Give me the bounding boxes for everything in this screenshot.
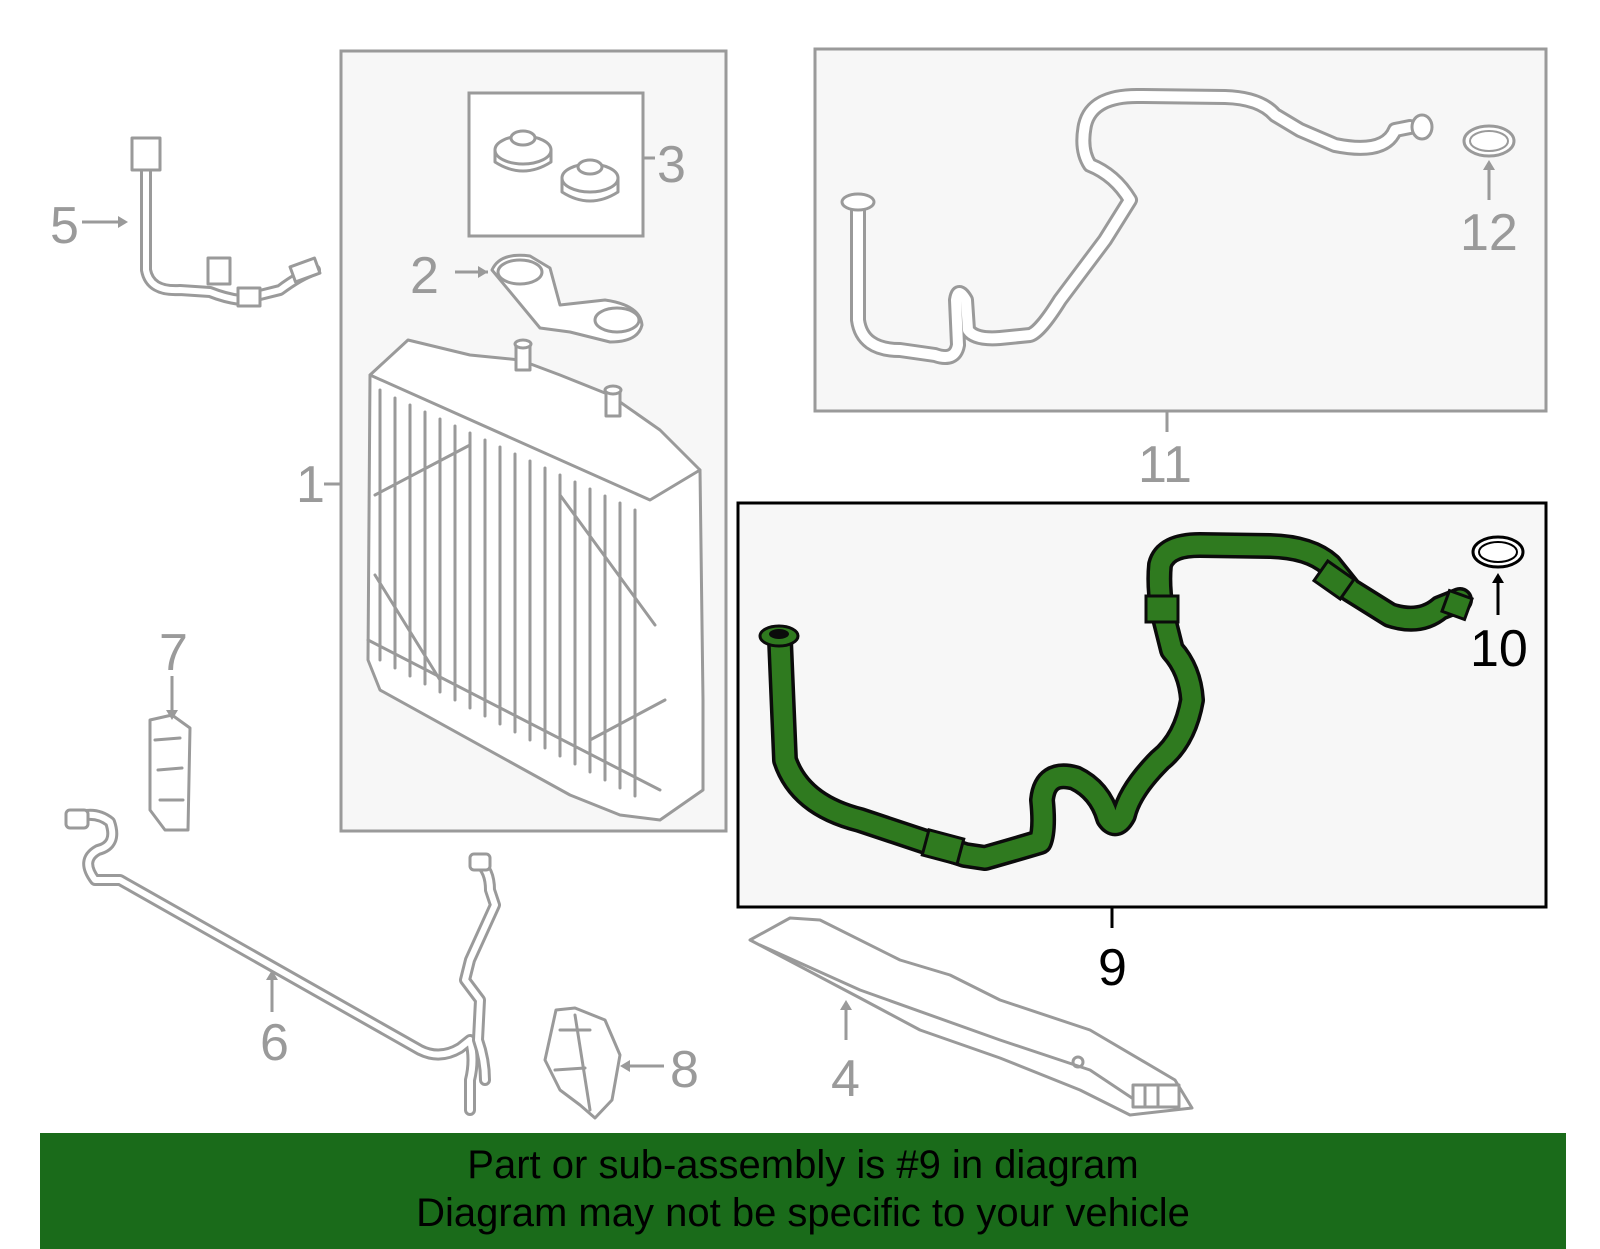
- callout-6[interactable]: 6: [260, 1014, 289, 1072]
- sensor-wire-group[interactable]: [82, 136, 322, 308]
- callout-7[interactable]: 7: [159, 624, 188, 682]
- callout-8[interactable]: 8: [670, 1041, 699, 1099]
- clip-bracket-icon: [148, 713, 192, 832]
- callout-12[interactable]: 12: [1460, 204, 1518, 262]
- callout-5[interactable]: 5: [50, 197, 79, 255]
- callout-4[interactable]: 4: [831, 1050, 860, 1108]
- rubber-mount-icon: [560, 158, 620, 203]
- mount-kit-box: [467, 91, 645, 238]
- o-ring-icon: [1471, 535, 1525, 569]
- notice-banner: Part or sub-assembly is #9 in diagram Di…: [40, 1133, 1566, 1249]
- notice-line-disclaimer: Diagram may not be specific to your vehi…: [416, 1191, 1190, 1235]
- arrowhead: [840, 1000, 852, 1010]
- o-ring-icon: [1462, 124, 1516, 158]
- notice-line-part: Part or sub-assembly is #9 in diagram: [467, 1143, 1139, 1187]
- rubber-mount-icon: [493, 129, 553, 173]
- arrowhead: [478, 266, 488, 278]
- highlighted-hose-icon: [758, 532, 1474, 871]
- upper-hose-group[interactable]: [813, 47, 1548, 432]
- callout-2[interactable]: 2: [410, 247, 439, 305]
- arrowhead: [266, 970, 278, 980]
- arrowhead: [166, 710, 178, 720]
- arrowhead: [1483, 160, 1495, 170]
- radiator-icon: [366, 338, 705, 822]
- bracket-icon: [490, 253, 644, 344]
- mount-bracket-icon: [543, 1006, 622, 1120]
- arrowhead: [1492, 573, 1504, 583]
- callout-9[interactable]: 9: [1098, 939, 1127, 997]
- callout-11[interactable]: 11: [1138, 436, 1192, 494]
- clip-bracket-group[interactable]: [148, 676, 192, 832]
- callout-1[interactable]: 1: [296, 456, 325, 514]
- arrowhead: [118, 216, 128, 228]
- air-duct-icon: [748, 916, 1194, 1117]
- callout-3[interactable]: 3: [657, 136, 686, 194]
- air-duct-group[interactable]: [748, 916, 1194, 1117]
- highlighted-hose-group[interactable]: [736, 501, 1548, 928]
- callout-10[interactable]: 10: [1470, 620, 1528, 678]
- arrowhead: [620, 1060, 630, 1072]
- cooler-lines-icon: [64, 808, 501, 1116]
- hose-icon: [840, 87, 1434, 365]
- radiator-group[interactable]: [324, 49, 728, 833]
- highlighted-hose-group-box: [736, 501, 1548, 909]
- sensor-harness-icon: [130, 136, 322, 308]
- mount-bracket-group[interactable]: [543, 1006, 664, 1120]
- cooler-lines-group[interactable]: [64, 808, 501, 1116]
